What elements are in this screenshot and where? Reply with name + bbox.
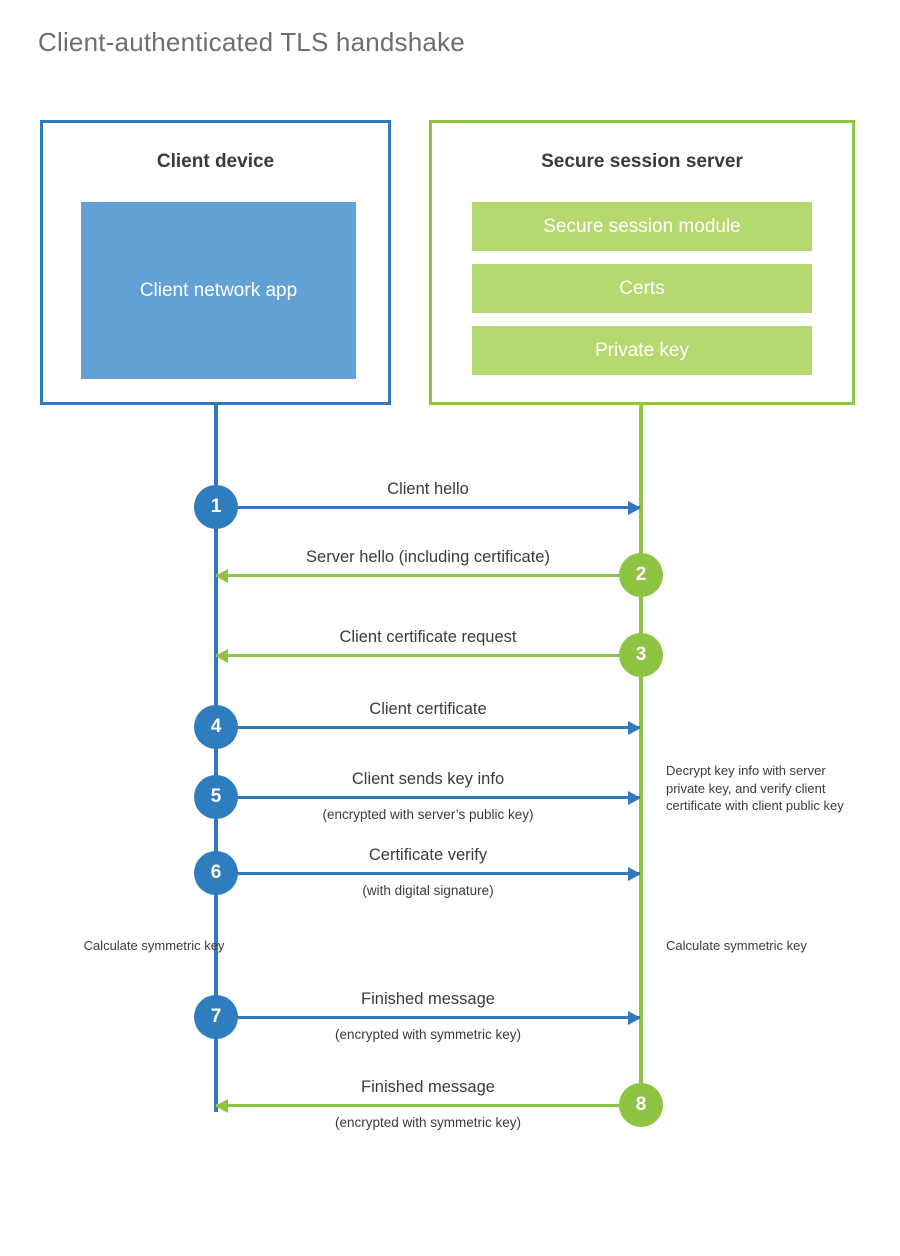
step-circle-5[interactable]: 5 bbox=[194, 775, 238, 819]
message-arrow-5 bbox=[216, 790, 641, 805]
note-client-calculate-symmetric-key: Calculate symmetric key bbox=[83, 938, 225, 953]
message-label-8: Finished message bbox=[361, 1078, 495, 1096]
step-circle-4[interactable]: 4 bbox=[194, 705, 238, 749]
secure-session-server-title: Secure session server bbox=[541, 151, 743, 172]
message-label-7: Finished message bbox=[361, 990, 495, 1008]
client-network-app-block: Client network app bbox=[81, 202, 356, 379]
message-arrow-7 bbox=[216, 1010, 641, 1025]
message-sublabel-6: (with digital signature) bbox=[362, 883, 494, 898]
message-sublabel-5: (encrypted with server’s public key) bbox=[322, 807, 534, 822]
message-sublabel-8: (encrypted with symmetric key) bbox=[334, 1115, 522, 1130]
step-circle-8[interactable]: 8 bbox=[619, 1083, 663, 1127]
server-lifeline bbox=[639, 405, 643, 1105]
message-arrow-6 bbox=[216, 866, 641, 881]
client-device-title: Client device bbox=[156, 151, 275, 172]
note-server-decrypt: Decrypt key info with server private key… bbox=[666, 763, 844, 814]
step-circle-6[interactable]: 6 bbox=[194, 851, 238, 895]
message-arrow-3 bbox=[215, 648, 640, 663]
client-lifeline bbox=[214, 405, 218, 1112]
note-server-calculate-symmetric-key: Calculate symmetric key bbox=[666, 938, 807, 953]
step-circle-2[interactable]: 2 bbox=[619, 553, 663, 597]
message-arrow-2 bbox=[215, 568, 640, 583]
message-arrow-8 bbox=[215, 1098, 640, 1113]
message-label-4: Client certificate bbox=[369, 700, 487, 718]
message-label-5: Client sends key info bbox=[351, 770, 505, 788]
message-label-6: Certificate verify bbox=[368, 846, 488, 864]
secure-session-module-block: Secure session module bbox=[472, 202, 812, 251]
message-label-3: Client certificate request bbox=[339, 628, 517, 646]
message-arrow-1 bbox=[216, 500, 641, 515]
step-circle-1[interactable]: 1 bbox=[194, 485, 238, 529]
message-arrow-4 bbox=[216, 720, 641, 735]
secure-session-server-box: Secure session server Secure session mod… bbox=[429, 120, 855, 405]
message-label-2: Server hello (including certificate) bbox=[306, 548, 550, 566]
message-sublabel-7: (encrypted with symmetric key) bbox=[334, 1027, 522, 1042]
page-title: Client-authenticated TLS handshake bbox=[38, 27, 465, 57]
private-key-block: Private key bbox=[472, 326, 812, 375]
step-circle-7[interactable]: 7 bbox=[194, 995, 238, 1039]
step-circle-3[interactable]: 3 bbox=[619, 633, 663, 677]
message-label-1: Client hello bbox=[387, 480, 469, 498]
certs-block: Certs bbox=[472, 264, 812, 313]
client-device-box: Client device Client network app bbox=[40, 120, 391, 405]
